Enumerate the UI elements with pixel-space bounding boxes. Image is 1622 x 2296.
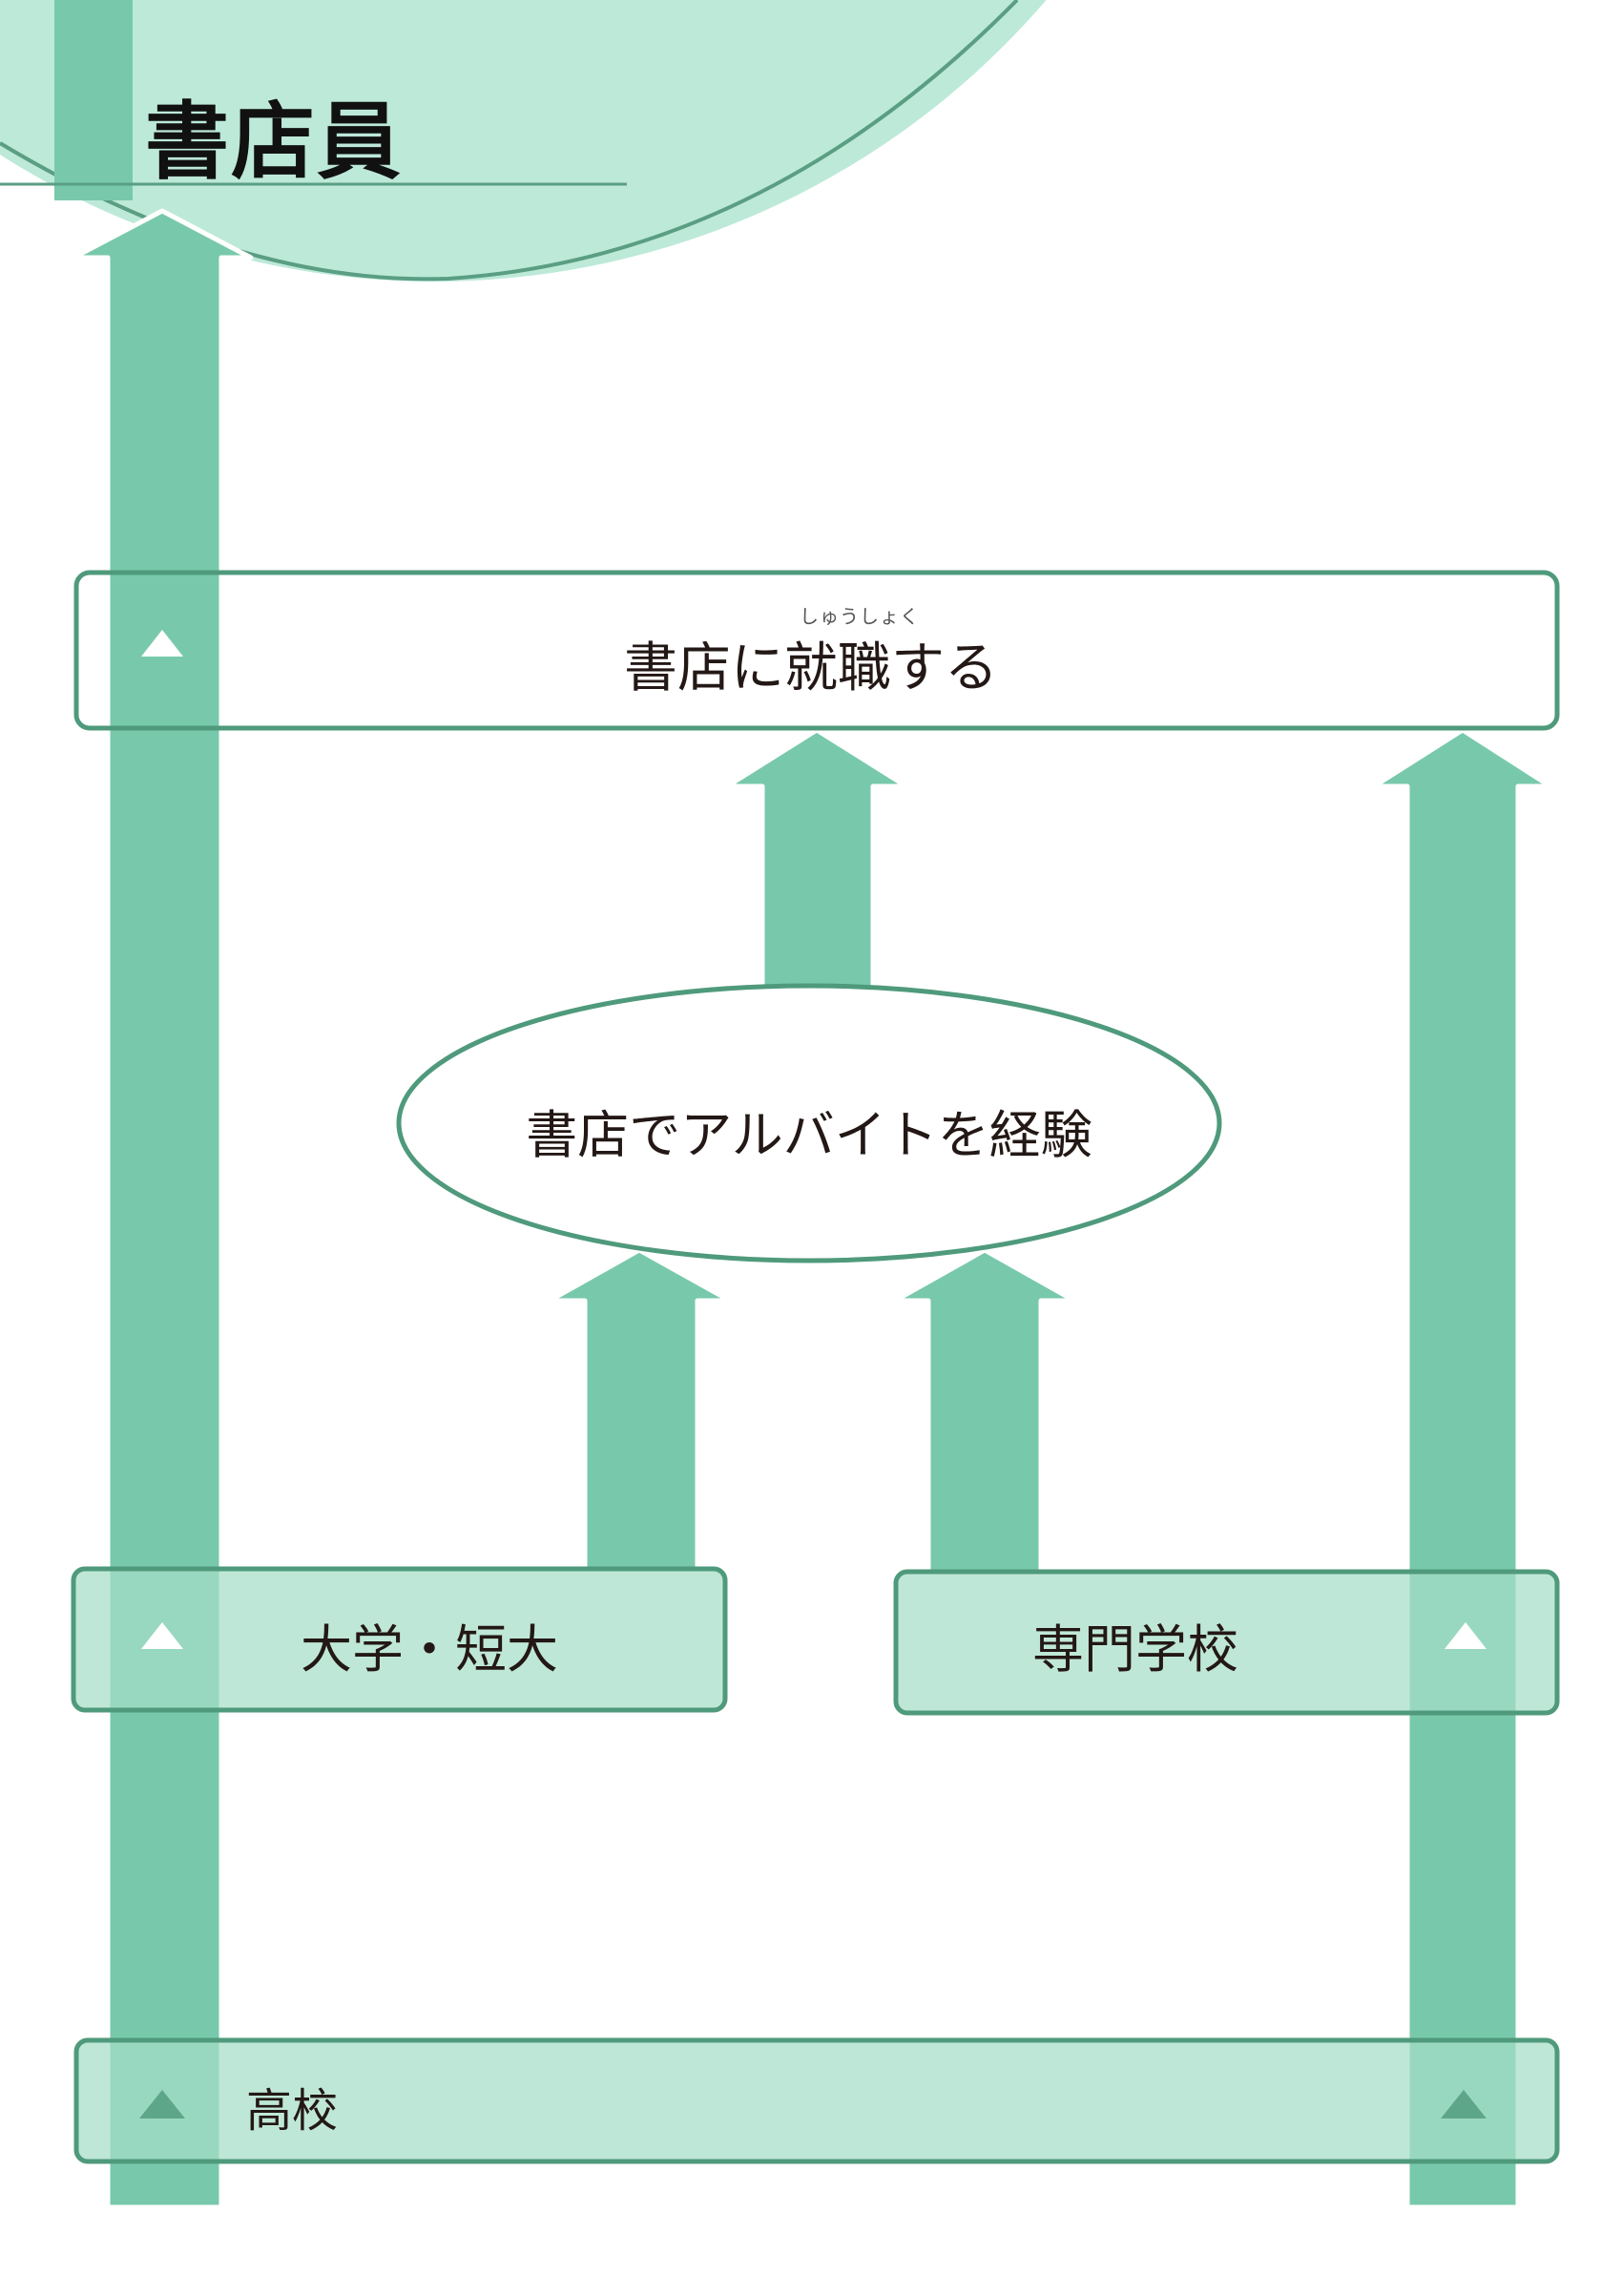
goal-box	[73, 570, 1560, 731]
header-circle	[0, 0, 1047, 282]
vocational-label: 専門学校	[1032, 1619, 1238, 1680]
title-bar	[54, 0, 133, 200]
university-box	[71, 1566, 728, 1713]
arrow-vocational-to-goal	[1371, 727, 1553, 2210]
highschool-label: 高校	[246, 2084, 339, 2138]
university-label: 大学・短大	[301, 1619, 558, 1680]
highschool-box	[73, 2037, 1560, 2164]
arrow-university-to-experience	[547, 1247, 733, 1572]
goal-ruby: しゅうしょく	[800, 605, 920, 628]
triangle-icon	[141, 1622, 183, 1649]
arrow-vocational-to-experience	[892, 1247, 1077, 1575]
triangle-icon	[1445, 1622, 1487, 1649]
arrow-experience-to-goal	[724, 727, 909, 1014]
triangle-icon	[139, 2090, 185, 2119]
experience-label: 書店でアルバイトを経験	[526, 1105, 1092, 1165]
goal-label: 書店に就職する	[624, 637, 998, 699]
triangle-icon	[141, 630, 183, 657]
arrow-highschool-to-goal	[71, 208, 254, 2210]
vocational-box	[893, 1569, 1560, 1716]
triangle-icon	[1441, 2090, 1487, 2119]
experience-ellipse	[396, 983, 1222, 1263]
page-title: 書店員	[145, 92, 404, 191]
